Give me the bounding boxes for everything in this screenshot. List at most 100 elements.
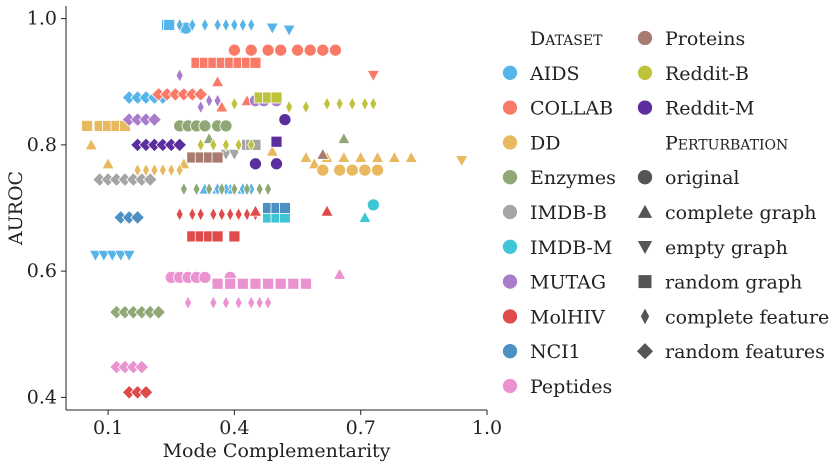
legend-title-dataset: DATASET bbox=[530, 28, 603, 50]
data-point-reddit-b-complete-features bbox=[348, 96, 357, 112]
data-point-collab-original bbox=[274, 43, 288, 57]
data-point-collab-original bbox=[316, 43, 330, 57]
data-point-molhiv-complete-graph bbox=[248, 204, 263, 217]
data-point-proteins-random-graph bbox=[211, 151, 224, 164]
legend-label-dd: DD bbox=[530, 132, 560, 154]
data-point-reddit-b-random-graph bbox=[270, 91, 283, 104]
data-point-peptides-random-features bbox=[134, 359, 150, 375]
data-point-reddit-m-random-graph bbox=[270, 135, 283, 148]
data-point-reddit-m-random-features bbox=[172, 137, 188, 153]
legend-label-original: original bbox=[665, 167, 739, 189]
data-point-dd-complete-graph bbox=[387, 150, 402, 163]
data-point-peptides-complete-features bbox=[264, 295, 273, 311]
legend-marker-imdb-m bbox=[502, 239, 518, 254]
data-point-peptides-complete-features bbox=[255, 295, 264, 311]
data-point-dd-complete-graph bbox=[299, 150, 313, 163]
data-point-imdb-m-original bbox=[366, 198, 380, 212]
data-point-dd-complete-graph bbox=[370, 150, 385, 163]
legend-marker-dd bbox=[502, 135, 518, 150]
data-point-reddit-b-complete-features bbox=[301, 99, 310, 115]
legend-title-perturbation: PERTURBATION bbox=[665, 132, 788, 154]
legend-label-imdb-m: IMDB-M bbox=[530, 237, 612, 259]
data-point-enzymes-complete-features bbox=[192, 181, 201, 197]
legend-marker-imdb-b bbox=[502, 204, 518, 220]
data-point-reddit-b-complete-features bbox=[285, 99, 294, 115]
legend-marker-reddit-m bbox=[637, 100, 653, 115]
data-point-peptides-complete-features bbox=[222, 295, 230, 311]
data-point-reddit-m-original bbox=[278, 113, 292, 127]
legend-label-nci1: NCI1 bbox=[530, 341, 581, 363]
data-point-peptides-random-graph bbox=[236, 277, 249, 290]
data-point-collab-original bbox=[328, 43, 342, 57]
y-axis-label: AUROC bbox=[5, 171, 27, 246]
data-point-collab-complete-graph bbox=[210, 74, 225, 88]
x-tick-label: 0.7 bbox=[346, 417, 376, 439]
legend-marker-original bbox=[637, 170, 653, 185]
data-point-aids-empty-graph bbox=[265, 22, 280, 35]
data-point-reddit-m-original bbox=[270, 157, 283, 171]
data-point-enzymes-complete-features bbox=[217, 181, 226, 197]
data-point-nci1-random-features bbox=[130, 210, 145, 225]
data-point-molhiv-complete-features bbox=[234, 206, 243, 222]
legend-marker-nci1 bbox=[502, 344, 518, 359]
legend-label-collab: COLLAB bbox=[530, 98, 613, 120]
data-point-peptides-random-graph bbox=[287, 277, 300, 290]
data-point-dd-complete-graph bbox=[101, 156, 115, 170]
data-point-aids-random-graph bbox=[163, 19, 176, 31]
y-tick-label: 1.0 bbox=[27, 8, 57, 30]
y-tick-label: 0.6 bbox=[27, 260, 57, 282]
data-point-aids-empty-graph bbox=[97, 249, 111, 263]
data-points bbox=[81, 17, 469, 400]
data-point-reddit-b-complete-features bbox=[230, 96, 239, 112]
data-point-enzymes-original bbox=[219, 119, 233, 133]
data-point-collab-original bbox=[303, 43, 317, 57]
data-point-dd-complete-features bbox=[175, 162, 184, 178]
data-point-dd-original bbox=[358, 163, 372, 177]
data-point-enzymes-complete-features bbox=[255, 181, 264, 197]
data-point-nci1-random-graph bbox=[279, 202, 291, 214]
legend-label-random-graph: random graph bbox=[665, 272, 802, 294]
data-point-collab-original bbox=[291, 43, 305, 57]
data-point-molhiv-random-features bbox=[138, 384, 154, 400]
data-point-dd-complete-graph bbox=[84, 137, 98, 151]
x-tick-label: 0.1 bbox=[93, 417, 123, 439]
data-point-aids-empty-graph bbox=[88, 249, 103, 263]
legend-marker-aids bbox=[502, 65, 518, 80]
data-point-dd-empty-graph bbox=[455, 155, 469, 168]
legend-marker-enzymes bbox=[502, 170, 518, 185]
data-point-reddit-b-complete-features bbox=[335, 96, 344, 112]
legend-marker-molhiv bbox=[502, 309, 518, 324]
data-point-aids-empty-graph bbox=[105, 249, 120, 263]
legend-marker-proteins bbox=[637, 30, 653, 46]
data-point-enzymes-original bbox=[198, 119, 212, 133]
data-point-dd-complete-graph bbox=[353, 150, 368, 163]
data-point-enzymes-complete-features bbox=[243, 181, 252, 197]
data-point-molhiv-complete-features bbox=[175, 206, 184, 222]
legend: DATASETAIDSCOLLABDDEnzymesIMDB-BIMDB-MMU… bbox=[502, 28, 830, 398]
data-point-aids-complete-features bbox=[230, 17, 239, 33]
data-point-aids-complete-features bbox=[213, 17, 222, 33]
data-point-collab-original bbox=[261, 43, 275, 57]
data-point-mutag-complete-features bbox=[205, 93, 214, 109]
data-point-aids-complete-features bbox=[222, 17, 230, 33]
legend-marker-mutag bbox=[502, 274, 518, 289]
data-point-collab-original bbox=[227, 43, 241, 57]
data-point-peptides-random-graph bbox=[300, 277, 312, 290]
data-point-aids-complete-features bbox=[238, 17, 247, 33]
data-point-peptides-random-graph bbox=[224, 277, 237, 290]
data-point-reddit-b-complete-features bbox=[369, 96, 378, 112]
legend-marker-reddit-b bbox=[637, 65, 653, 80]
data-point-molhiv-random-graph bbox=[228, 230, 241, 243]
legend-marker-random-graph bbox=[638, 275, 652, 289]
data-point-dd-complete-features bbox=[167, 162, 176, 178]
data-point-dd-random-graph bbox=[81, 120, 93, 132]
legend-marker-peptides bbox=[502, 378, 518, 394]
data-point-molhiv-complete-features bbox=[188, 206, 197, 222]
data-point-peptides-random-graph bbox=[274, 277, 287, 290]
data-point-peptides-complete-features bbox=[234, 295, 243, 311]
data-point-peptides-random-graph bbox=[262, 277, 274, 290]
data-point-enzymes-complete-features bbox=[264, 181, 273, 197]
data-point-dd-original bbox=[316, 163, 330, 177]
data-point-mutag-complete-features bbox=[175, 67, 184, 83]
